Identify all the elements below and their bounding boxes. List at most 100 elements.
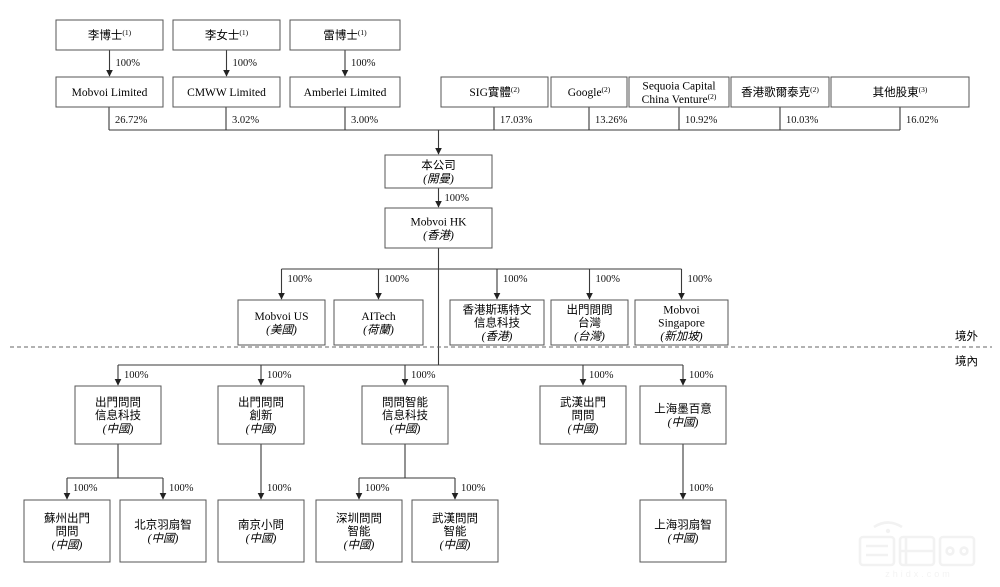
entity-label: 蘇州出門 (44, 511, 90, 525)
connector-lines (67, 50, 900, 499)
entity-label: 北京羽扇智 (134, 518, 192, 532)
entity-label: Sequoia Capital (642, 81, 715, 93)
entity-box-wuhan_ww[interactable]: 武漢問問智能(中國) (412, 500, 498, 562)
percentage-label: 100% (411, 370, 436, 381)
entity-jurisdiction: (中國) (668, 416, 699, 429)
entity-jurisdiction: (新加坡) (660, 330, 702, 343)
entity-jurisdiction: (中國) (52, 538, 83, 551)
entity-box-aitech[interactable]: AITech(荷蘭) (334, 300, 423, 345)
percentage-label: 100% (589, 370, 614, 381)
entity-box-wuhan_cmww[interactable]: 武漢出門問問(中國) (540, 386, 626, 444)
entity-box-ww_ai[interactable]: 問問智能信息科技(中國) (362, 386, 448, 444)
entity-jurisdiction: (中國) (103, 422, 134, 435)
entity-box-sequoia[interactable]: Sequoia CapitalChina Venture(2) (629, 77, 729, 107)
entity-label: 智能 (348, 524, 371, 538)
entity-label: 信息科技 (95, 408, 141, 422)
entity-label: 問問智能 (382, 395, 428, 409)
entity-jurisdiction: (中國) (344, 538, 375, 551)
percentage-label: 100% (288, 274, 313, 285)
entity-label: 智能 (444, 524, 467, 538)
entity-box-nanjing_xw[interactable]: 南京小問(中國) (218, 500, 304, 562)
entity-box-li_ms[interactable]: 李女士(1) (173, 20, 280, 50)
entity-label: 信息科技 (474, 316, 520, 330)
entity-jurisdiction: (中國) (668, 532, 699, 545)
entity-box-mobvoi_ltd[interactable]: Mobvoi Limited (56, 77, 163, 107)
entity-box-cmww_tw[interactable]: 出門問問台灣(台灣) (551, 300, 628, 345)
percentage-label: 100% (267, 483, 292, 494)
percentage-label: 10.92% (685, 115, 718, 126)
entity-label: CMWW Limited (187, 87, 266, 99)
entity-box-company[interactable]: 本公司(開曼) (385, 155, 492, 188)
entity-jurisdiction: (中國) (148, 532, 179, 545)
percentage-label: 100% (689, 370, 714, 381)
percentage-label: 100% (267, 370, 292, 381)
entity-label: Mobvoi US (255, 311, 309, 323)
entity-box-sig[interactable]: SIG實體(2) (441, 77, 548, 107)
entity-box-lei_dr[interactable]: 雷博士(1) (290, 20, 400, 50)
percentage-label: 100% (503, 274, 528, 285)
entity-jurisdiction: (中國) (390, 422, 421, 435)
entity-box-cmww_info[interactable]: 出門問問信息科技(中國) (75, 386, 161, 444)
entity-jurisdiction: (美國) (266, 323, 297, 336)
entity-jurisdiction: (開曼) (423, 172, 454, 185)
entity-label: 香港斯瑪特文 (463, 303, 532, 317)
entity-box-google[interactable]: Google(2) (551, 77, 627, 107)
entity-box-shenzhen_ww[interactable]: 深圳問問智能(中國) (316, 500, 402, 562)
entity-label: 上海墨百意 (654, 402, 712, 416)
entity-label: 深圳問問 (336, 511, 382, 525)
entity-label: 出門問問 (238, 395, 284, 409)
percentage-label: 100% (116, 58, 141, 69)
entity-box-sh_yushanzhi[interactable]: 上海羽扇智(中國) (640, 500, 726, 562)
entity-jurisdiction: (中國) (246, 422, 277, 435)
entity-label: 南京小問 (238, 518, 284, 532)
entity-label: Mobvoi HK (411, 217, 468, 229)
entity-label: 信息科技 (382, 408, 428, 422)
percentage-label: 100% (596, 274, 621, 285)
percentage-label: 16.02% (906, 115, 939, 126)
entity-label: 上海羽扇智 (654, 518, 712, 532)
entity-label: 出門問問 (95, 395, 141, 409)
entity-label: China Venture(2) (642, 92, 717, 106)
entity-label: 問問 (56, 525, 79, 538)
entity-label: Mobvoi Limited (72, 87, 148, 99)
entity-box-li_dr[interactable]: 李博士(1) (56, 20, 163, 50)
entity-box-cmww_ltd[interactable]: CMWW Limited (173, 77, 280, 107)
percentage-label: 100% (445, 193, 470, 204)
entity-box-hk_smart[interactable]: 香港斯瑪特文信息科技(香港) (450, 300, 544, 345)
entity-box-mobvoi_sg[interactable]: MobvoiSingapore(新加坡) (635, 300, 728, 345)
region-label-onshore: 境內 (955, 354, 978, 368)
percentage-label: 100% (688, 274, 713, 285)
entity-box-mobvoi_us[interactable]: Mobvoi US(美國) (238, 300, 325, 345)
entity-box-amberlei_ltd[interactable]: Amberlei Limited (290, 77, 400, 107)
percentage-label: 100% (233, 58, 258, 69)
entity-label: Singapore (658, 318, 705, 330)
percentage-label: 100% (689, 483, 714, 494)
entity-jurisdiction: (香港) (482, 330, 513, 343)
percentage-label: 3.00% (351, 115, 378, 126)
entity-box-mobvoi_hk[interactable]: Mobvoi HK(香港) (385, 208, 492, 248)
entity-label: AITech (361, 311, 396, 323)
entity-jurisdiction: (中國) (246, 532, 277, 545)
percentage-labels: 100%100%100%26.72%3.02%3.00%17.03%13.26%… (73, 58, 939, 494)
percentage-label: 100% (385, 274, 410, 285)
entity-label: 問問 (572, 409, 595, 422)
percentage-label: 100% (169, 483, 194, 494)
entity-jurisdiction: (荷蘭) (363, 323, 394, 336)
entity-jurisdiction: (台灣) (574, 330, 605, 343)
entity-box-suzhou_cmww[interactable]: 蘇州出門問問(中國) (24, 500, 110, 562)
entity-box-sh_mobaiyi[interactable]: 上海墨百意(中國) (640, 386, 726, 444)
entity-jurisdiction: (香港) (423, 229, 454, 242)
percentage-label: 13.26% (595, 115, 628, 126)
entity-label: 香港歌爾泰克(2) (741, 85, 819, 99)
region-label-offshore: 境外 (955, 329, 978, 343)
percentage-label: 100% (124, 370, 149, 381)
percentage-label: 100% (351, 58, 376, 69)
entity-box-beijing_yus[interactable]: 北京羽扇智(中國) (120, 500, 206, 562)
entity-box-others[interactable]: 其他股東(3) (831, 77, 969, 107)
entity-label: 創新 (250, 408, 273, 422)
entity-jurisdiction: (中國) (440, 538, 471, 551)
percentage-label: 100% (73, 483, 98, 494)
entity-box-cmww_inno[interactable]: 出門問問創新(中國) (218, 386, 304, 444)
entity-box-goertek[interactable]: 香港歌爾泰克(2) (731, 77, 829, 107)
